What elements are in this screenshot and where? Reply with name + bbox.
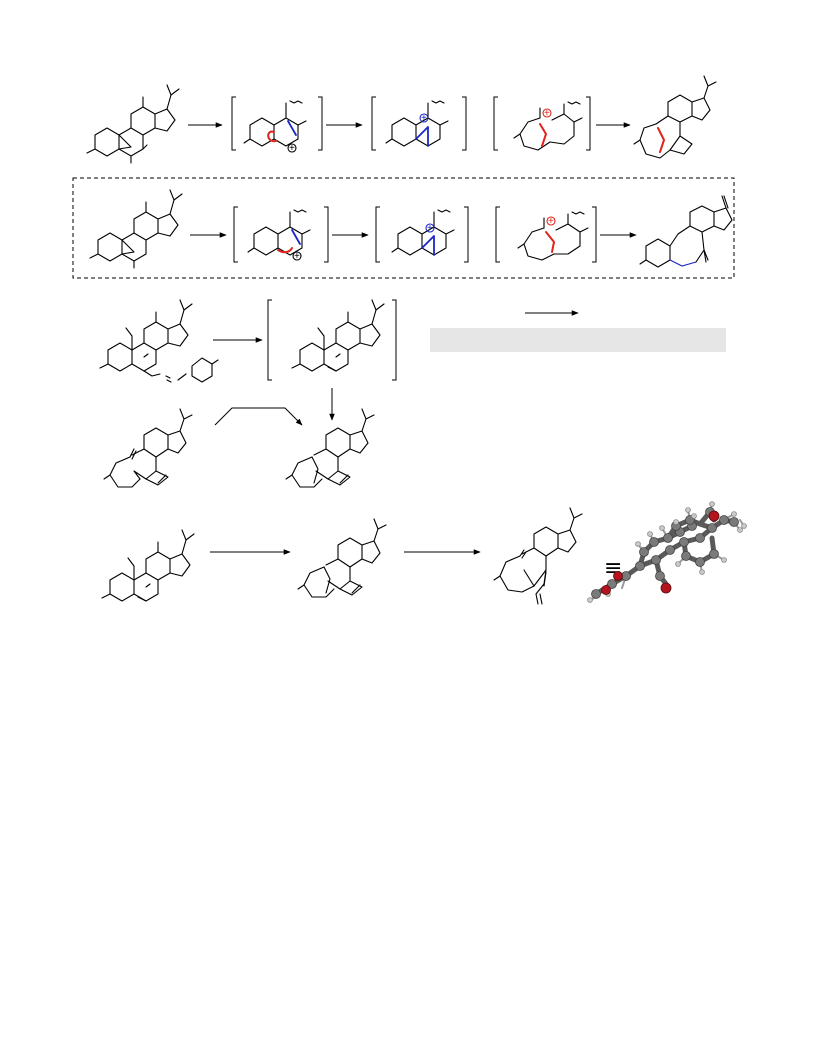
row3-intermediate xyxy=(267,299,397,381)
svg-text:+: + xyxy=(548,216,554,227)
svg-text:+: + xyxy=(421,113,427,124)
svg-text:+: + xyxy=(427,223,433,234)
row2-intermediate-3: + xyxy=(495,206,597,263)
cation-symbol xyxy=(287,143,297,153)
row4-product xyxy=(493,507,583,605)
row2-intermediate-2: + xyxy=(375,206,469,263)
row3-product-2 xyxy=(285,408,375,488)
row4-intermediate xyxy=(297,518,387,598)
condition-bar xyxy=(430,328,726,352)
row1-starting-material xyxy=(86,84,180,164)
row4-starting-material xyxy=(101,529,195,602)
cation-label: + xyxy=(289,143,295,154)
dashed-box xyxy=(72,177,735,279)
row1-product xyxy=(633,75,717,159)
svg-text:+: + xyxy=(294,251,300,262)
row3-starting-material xyxy=(99,299,193,377)
row3-arrow-elbow xyxy=(214,407,303,426)
row2-intermediate-1: + xyxy=(233,206,329,263)
row1-intermediate-2: + xyxy=(371,96,467,151)
tolyl-group xyxy=(165,357,219,383)
row3-product-1 xyxy=(103,408,193,488)
row2-product xyxy=(639,195,733,268)
row2-starting-material xyxy=(89,189,183,269)
row1-intermediate-1: + xyxy=(231,96,323,154)
svg-text:+: + xyxy=(544,108,550,119)
conditions-area xyxy=(430,310,726,352)
cation-symbol-blue xyxy=(419,113,429,123)
xray-structure xyxy=(587,501,747,603)
row1-intermediate-3: + xyxy=(493,96,591,151)
